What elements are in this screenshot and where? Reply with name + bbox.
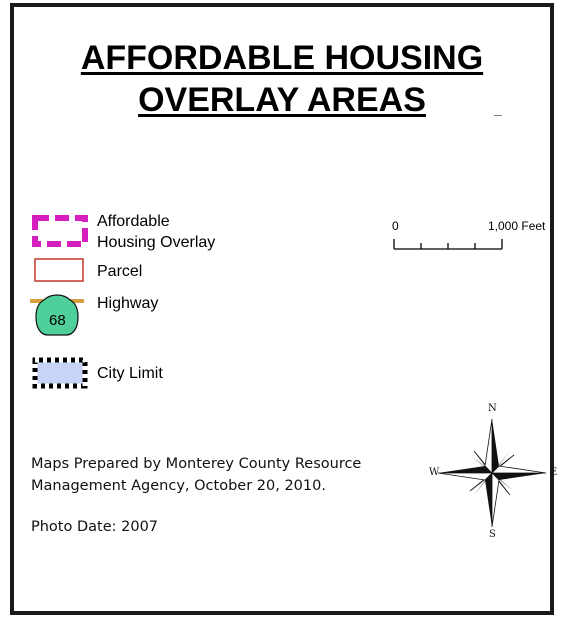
highway-label: Highway [97, 295, 159, 312]
city-limit-symbol [32, 357, 88, 389]
photo-date: Photo Date: 2007 [31, 519, 159, 535]
parcel-label: Parcel [97, 263, 143, 280]
affordable-housing-overlay-label-line2: Housing Overlay [97, 234, 216, 251]
credits-line2: Management Agency, October 20, 2010. [31, 478, 326, 494]
scale-bar: 0 1,000 Feet [392, 219, 562, 259]
map-title: AFFORDABLE HOUSING OVERLAY AREAS [14, 37, 550, 121]
highway-shield-number: 68 [49, 312, 66, 329]
compass-w-label: W [429, 467, 440, 478]
affordable-housing-overlay-label-line1: Affordable [97, 213, 170, 230]
compass-e-label: E [550, 467, 558, 478]
parcel-symbol [34, 258, 84, 282]
stray-mark [494, 115, 502, 116]
scale-bar-graphic [393, 239, 503, 250]
scale-bar-end-label: 1,000 Feet [488, 219, 546, 233]
compass-n-label: N [488, 403, 497, 414]
map-legend-panel: AFFORDABLE HOUSING OVERLAY AREAS Afforda… [10, 3, 557, 615]
credits-line1: Maps Prepared by Monterey County Resourc… [31, 456, 362, 472]
compass-rose-icon [437, 418, 547, 528]
scale-bar-start-label: 0 [392, 219, 399, 233]
map-title-line2: OVERLAY AREAS [138, 81, 426, 119]
north-arrow: N S E W [426, 403, 566, 547]
highway-symbol [30, 294, 84, 336]
compass-s-label: S [489, 529, 496, 540]
affordable-housing-overlay-symbol [32, 215, 88, 247]
city-limit-label: City Limit [97, 365, 163, 382]
map-title-line1: AFFORDABLE HOUSING [80, 39, 484, 77]
